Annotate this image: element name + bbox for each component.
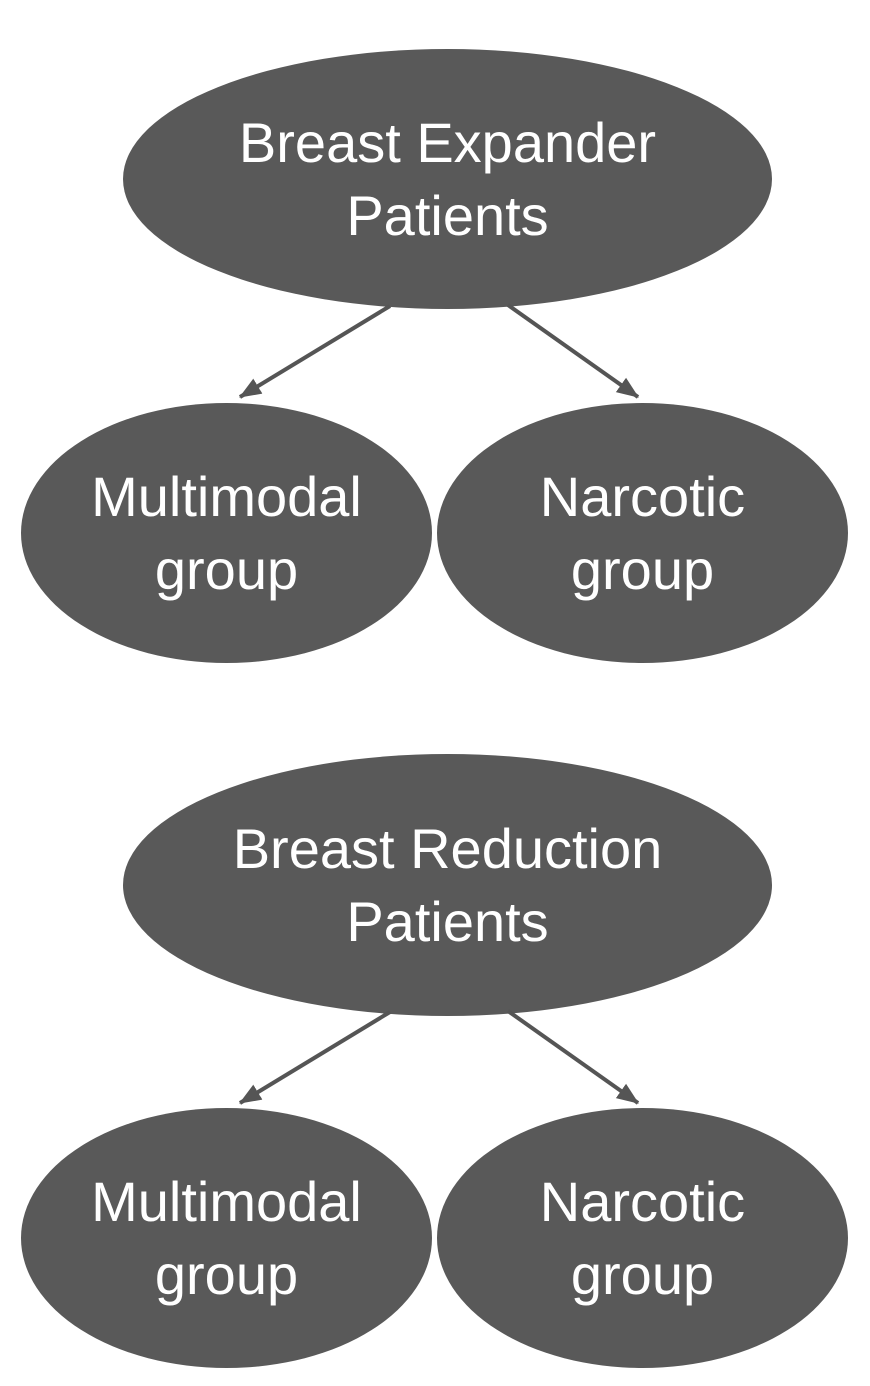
node-label: Narcotic group <box>539 1170 746 1306</box>
node-breast-reduction-patients: Breast Reduction Patients <box>123 754 772 1016</box>
node-expander-narcotic-group: Narcotic group <box>437 403 848 663</box>
node-expander-multimodal-group: Multimodal group <box>21 403 432 663</box>
node-reduction-narcotic-group: Narcotic group <box>437 1108 848 1368</box>
arrow-expander-to-narcotic <box>506 303 640 399</box>
node-label: Multimodal group <box>91 465 362 601</box>
node-reduction-multimodal-group: Multimodal group <box>21 1108 432 1368</box>
node-label: Breast Reduction Patients <box>232 817 663 953</box>
arrow-reduction-to-multimodal <box>238 1010 392 1105</box>
node-breast-expander-patients: Breast Expander Patients <box>123 49 772 309</box>
node-label: Narcotic group <box>539 465 746 601</box>
node-label: Multimodal group <box>91 1170 362 1306</box>
node-label: Breast Expander Patients <box>238 111 657 247</box>
arrow-reduction-to-narcotic <box>506 1009 640 1105</box>
arrow-expander-to-multimodal <box>238 304 392 399</box>
